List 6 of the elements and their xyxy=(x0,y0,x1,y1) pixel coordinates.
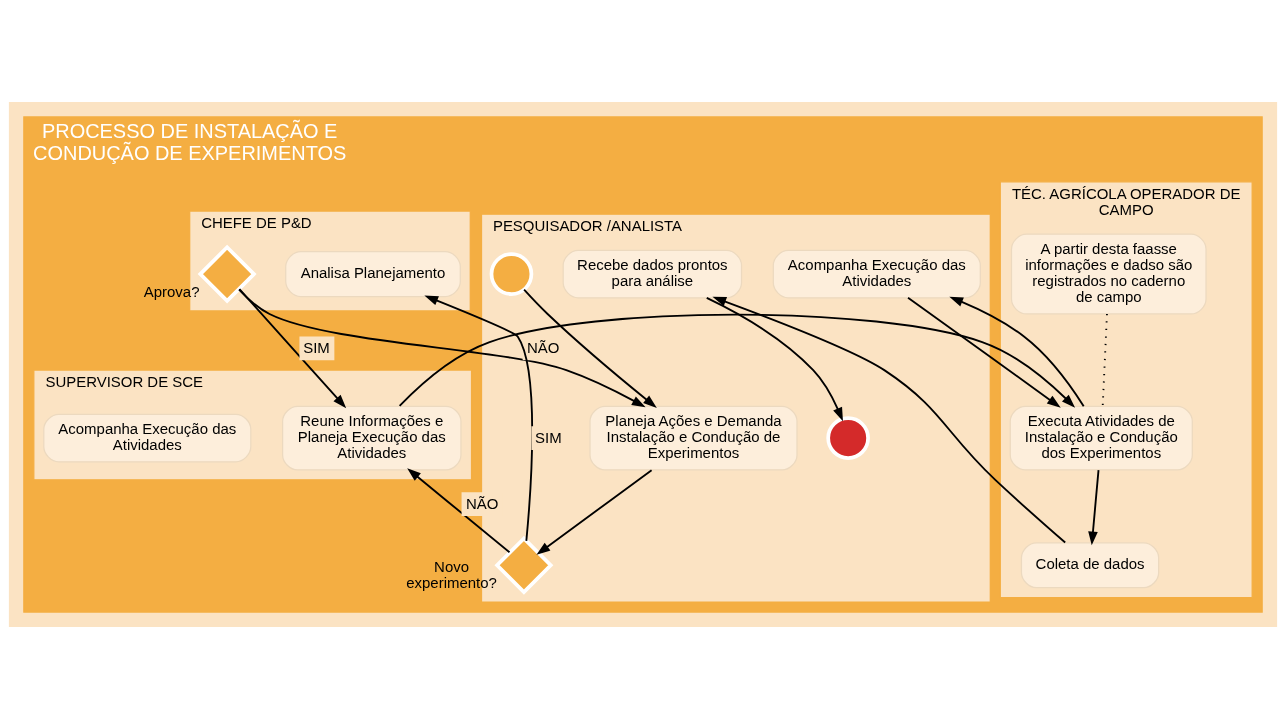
edge-label: NÃO xyxy=(465,494,499,512)
edge-label: SIM xyxy=(535,428,562,446)
edge-label: SIM xyxy=(303,338,330,356)
edge-label: NÃO xyxy=(527,338,560,356)
node-label: Novo experimento? xyxy=(406,557,497,591)
node-label: Aprova? xyxy=(143,282,200,300)
